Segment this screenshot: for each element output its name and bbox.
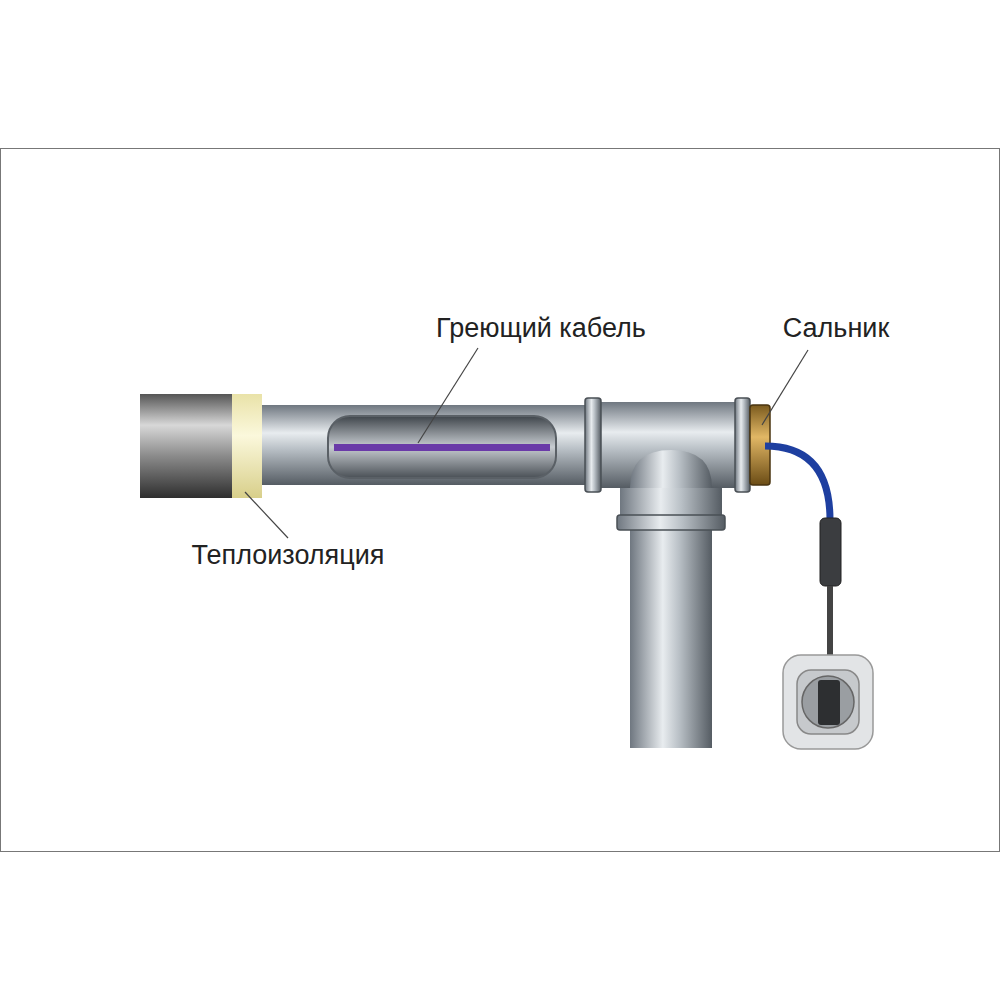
cable-label: Греющий кабель	[436, 314, 646, 344]
insulation-label: Теплоизоляция	[192, 541, 385, 571]
gland-label: Сальник	[783, 314, 889, 344]
